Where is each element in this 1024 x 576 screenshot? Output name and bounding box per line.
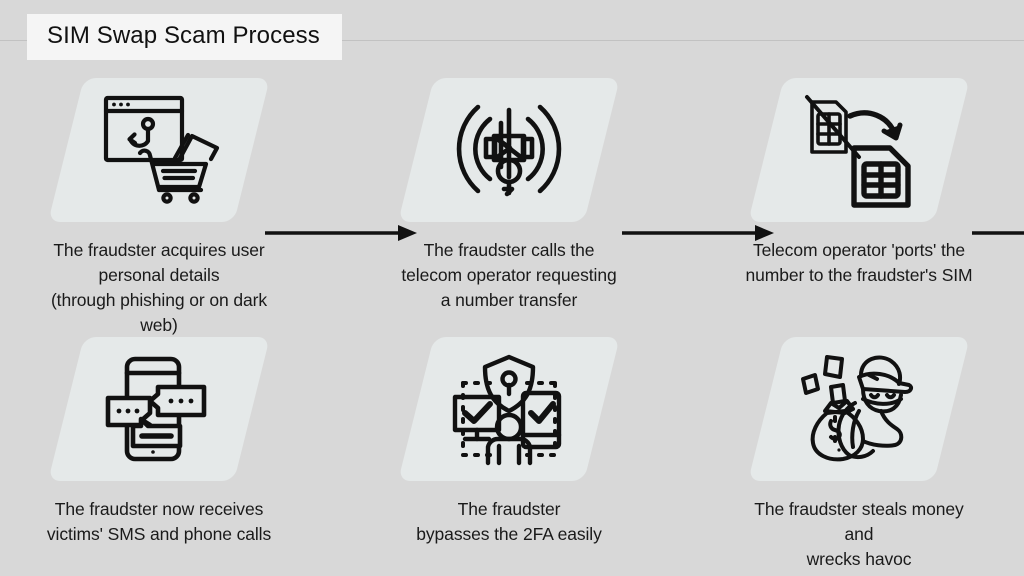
step-5-caption: The fraudster bypasses the 2FA easily (416, 499, 602, 544)
phone-messages-icon (66, 337, 252, 481)
thief-money-bag-icon (766, 337, 952, 481)
title-box: SIM Swap Scam Process (27, 14, 342, 61)
cell-tower-signal-icon (416, 78, 602, 222)
flow-row-2: The fraudster now receives victims' SMS … (0, 337, 1024, 576)
flow-step-4[interactable]: The fraudster now receives victims' SMS … (41, 337, 277, 547)
step-6-card (748, 337, 970, 481)
flow-step-3[interactable]: Telecom operator 'ports' the number to t… (741, 78, 977, 288)
phishing-browser-cart-icon (66, 78, 252, 222)
arrow-step3-to-row2 (972, 223, 1024, 243)
two-factor-auth-bypass-icon (416, 337, 602, 481)
sim-swap-icon (766, 78, 952, 222)
arrow-step1-to-step2 (265, 223, 417, 243)
flow-step-5[interactable]: The fraudster bypasses the 2FA easily (391, 337, 627, 547)
two-factor-auth-card (398, 337, 620, 481)
step-1-caption: The fraudster acquires user personal det… (50, 240, 268, 335)
step-3-card (748, 78, 970, 222)
title-divider-line (0, 40, 1024, 41)
step-4-caption: The fraudster now receives victims' SMS … (46, 499, 272, 544)
step-4-card (48, 337, 270, 481)
arrow-step2-to-step3 (622, 223, 774, 243)
page-title: SIM Swap Scam Process (47, 22, 320, 49)
step-2-caption: The fraudster calls the telecom operator… (401, 240, 617, 310)
flow-row-1: The fraudster acquires user personal det… (0, 78, 1024, 335)
step-2-card (398, 78, 620, 222)
flow-step-1[interactable]: The fraudster acquires user personal det… (41, 78, 277, 337)
step-1-card (48, 78, 270, 222)
step-3-caption: Telecom operator 'ports' the number to t… (745, 240, 973, 285)
flow-step-6[interactable]: The fraudster steals money and wrecks ha… (741, 337, 977, 572)
flow-step-2[interactable]: The fraudster calls the telecom operator… (391, 78, 627, 313)
step-6-caption: The fraudster steals money and wrecks ha… (754, 499, 964, 569)
